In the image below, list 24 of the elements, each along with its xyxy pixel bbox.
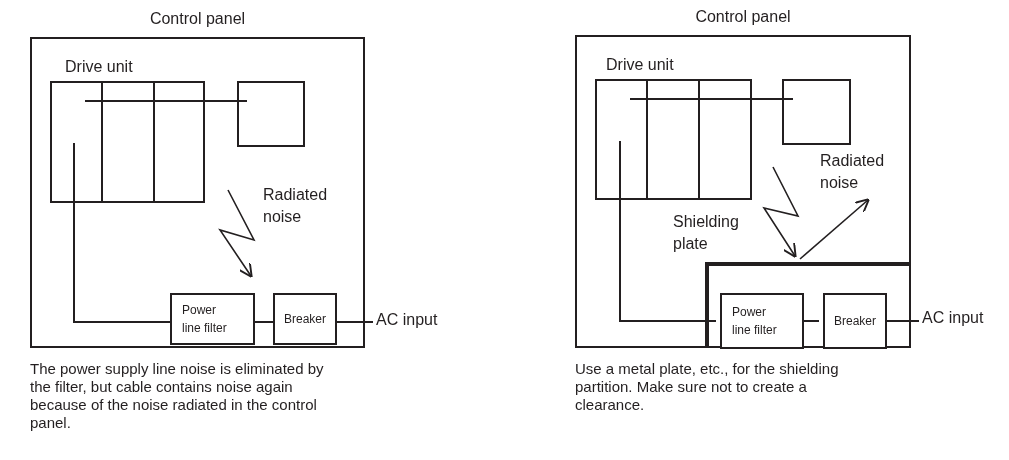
cable-line bbox=[629, 98, 794, 100]
terminal-label: AC input bbox=[922, 309, 984, 327]
noise-label: Radiated noise bbox=[263, 185, 329, 227]
cable-line bbox=[619, 140, 717, 322]
noise-label: Radiated noise bbox=[820, 151, 886, 193]
drive-unit-label: Drive unit bbox=[606, 56, 674, 74]
component-box: Power line filter bbox=[720, 293, 804, 349]
cable-line bbox=[336, 321, 374, 323]
module-box bbox=[237, 81, 305, 147]
component-box: Breaker bbox=[823, 293, 887, 349]
caption-text: The power supply line noise is eliminated by the filter, but cable contains noise again because of the noise radiated in the control panel. bbox=[30, 360, 325, 432]
shielding-partition bbox=[705, 262, 910, 348]
panel-title: Control panel bbox=[694, 8, 792, 26]
caption-text: Use a metal plate, etc., for the shielding partition. Make sure not to create a clearance. bbox=[575, 360, 840, 414]
shielding-plate-label: Shielding plate bbox=[673, 212, 740, 254]
module-box bbox=[782, 79, 851, 145]
panel-title: Control panel bbox=[148, 10, 247, 28]
terminal-label: AC input bbox=[376, 311, 438, 329]
cable-line bbox=[73, 142, 171, 323]
cable-line bbox=[84, 100, 248, 102]
component-box: Power line filter bbox=[170, 293, 255, 345]
cable-line bbox=[254, 321, 274, 323]
component-box: Breaker bbox=[273, 293, 337, 345]
drive-unit-label: Drive unit bbox=[65, 58, 133, 76]
